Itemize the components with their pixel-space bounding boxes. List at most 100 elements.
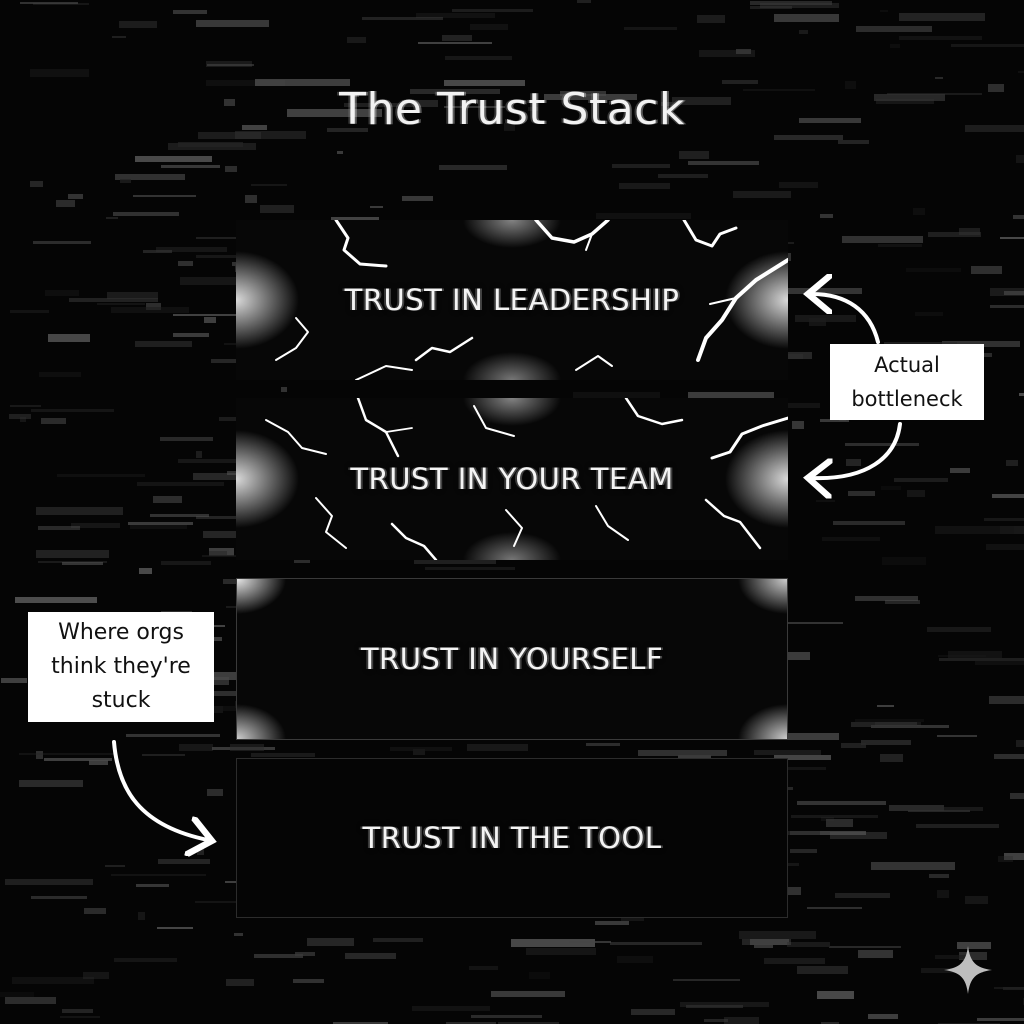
glitch-block xyxy=(631,1009,675,1015)
glitch-block xyxy=(807,907,862,909)
glitch-block xyxy=(56,200,75,207)
glitch-block xyxy=(899,13,985,21)
glitch-block xyxy=(242,125,267,130)
layer-label: TRUST IN LEADERSHIP xyxy=(344,283,680,317)
glitch-block xyxy=(295,952,315,956)
crack-lines xyxy=(265,398,788,560)
glitch-block xyxy=(1016,155,1024,163)
glitch-block xyxy=(764,958,825,964)
glitch-block xyxy=(929,874,949,878)
glitch-block xyxy=(469,966,498,970)
glitch-block xyxy=(658,174,708,178)
glitch-block xyxy=(138,912,145,920)
glitch-block xyxy=(69,298,158,302)
glitch-block xyxy=(785,622,843,624)
glitch-block xyxy=(19,780,83,787)
glitch-block xyxy=(990,305,1024,308)
glitch-block xyxy=(467,744,528,751)
glitch-block xyxy=(1004,291,1024,295)
glitch-block xyxy=(38,526,80,530)
glitch-block xyxy=(446,1022,496,1024)
glitch-block xyxy=(196,20,269,27)
glitch-block xyxy=(791,815,878,818)
glitch-block xyxy=(841,743,866,748)
glitch-block xyxy=(822,537,880,541)
glitch-block xyxy=(750,6,792,9)
glitch-block xyxy=(742,939,791,945)
glitch-block xyxy=(45,290,79,296)
glitch-block xyxy=(5,997,56,1004)
glitch-block xyxy=(44,758,112,761)
glitch-block xyxy=(39,372,81,377)
glitch-block xyxy=(661,102,678,106)
annotation-actual-bottleneck: Actual bottleneck xyxy=(830,344,984,420)
glitch-block xyxy=(287,109,382,117)
glitch-block xyxy=(878,244,922,247)
glitch-block xyxy=(617,956,653,963)
glitch-block xyxy=(71,523,120,528)
glitch-block xyxy=(829,946,901,948)
glitch-block xyxy=(439,165,507,170)
glitch-block xyxy=(988,84,1004,92)
glitch-block xyxy=(935,955,967,959)
glitch-block xyxy=(178,459,258,463)
glitch-block xyxy=(845,443,919,446)
glitch-block xyxy=(835,893,890,898)
glitch-block xyxy=(830,832,887,839)
glitch-block xyxy=(83,972,109,979)
glitch-block xyxy=(612,164,670,168)
glitch-block xyxy=(126,734,220,737)
glitch-block xyxy=(820,419,849,422)
glitch-block xyxy=(113,212,179,216)
glitch-block xyxy=(948,651,1002,658)
glitch-block xyxy=(994,754,1024,759)
annotation-line: Where orgs xyxy=(58,620,184,645)
layer-trust-in-the-tool: TRUST IN THE TOOL xyxy=(236,758,788,918)
glitch-block xyxy=(139,568,152,574)
sparkle-icon xyxy=(944,946,992,994)
glitch-block xyxy=(833,521,905,525)
glitch-block xyxy=(48,334,90,342)
glitch-block xyxy=(452,9,533,12)
annotation-where-orgs-think: Where orgs think they're stuck xyxy=(28,612,214,722)
glitch-block xyxy=(876,99,934,104)
glitch-block xyxy=(928,232,981,237)
glitch-block xyxy=(885,600,920,604)
glitch-block xyxy=(688,161,759,165)
glitch-block xyxy=(699,50,755,57)
glitch-block xyxy=(173,10,207,14)
glitch-block xyxy=(799,118,861,123)
glitch-block xyxy=(975,661,1024,665)
glitch-block xyxy=(768,767,826,770)
glitch-block xyxy=(235,131,306,139)
glitch-block xyxy=(750,1,832,5)
glitch-block xyxy=(413,749,425,755)
glitch-block xyxy=(84,908,106,914)
glitch-block xyxy=(673,979,740,981)
glitch-block xyxy=(526,948,596,955)
glitch-block xyxy=(826,819,853,827)
glitch-block xyxy=(158,859,210,864)
glitch-block xyxy=(89,760,108,765)
glitch-block xyxy=(211,359,259,363)
glitch-block xyxy=(992,494,1024,498)
glitch-block xyxy=(19,753,114,755)
glitch-block xyxy=(226,606,236,608)
glitch-block xyxy=(414,558,496,564)
glitch-block xyxy=(425,567,515,570)
glitch-block xyxy=(146,303,161,310)
glitch-block xyxy=(944,807,983,811)
glitch-block xyxy=(560,91,606,96)
glitch-block xyxy=(1016,740,1024,747)
glitch-block xyxy=(743,89,815,91)
glitch-block xyxy=(142,754,185,756)
glitch-block xyxy=(207,789,223,796)
glitch-block xyxy=(927,627,991,632)
glitch-block xyxy=(230,744,264,751)
glitch-block xyxy=(724,1017,759,1024)
glitch-block xyxy=(293,979,324,983)
glitch-block xyxy=(797,801,886,805)
layer-trust-in-yourself: TRUST IN YOURSELF xyxy=(236,578,788,740)
glitch-block xyxy=(688,392,774,398)
glitch-block xyxy=(529,972,550,979)
